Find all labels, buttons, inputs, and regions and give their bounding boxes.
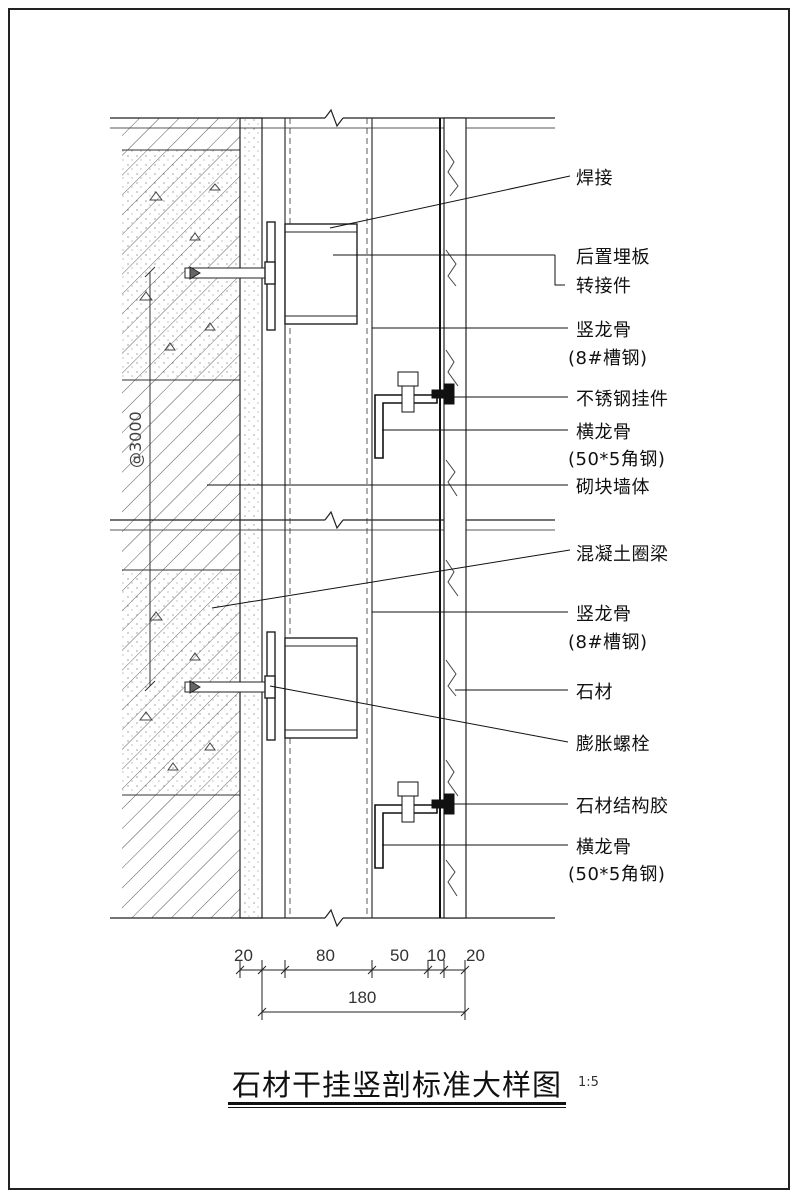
- label-embedded-plate: 后置埋板: [576, 247, 650, 268]
- leader-lines: [207, 175, 571, 846]
- dimension-segment-1: 20: [234, 946, 253, 965]
- label-adapter: 转接件: [576, 276, 632, 297]
- label-stone-adhesive: 石材结构胶: [576, 796, 669, 817]
- dimension-segment-2: 80: [316, 946, 335, 965]
- label-horizontal-keel-bottom: 横龙骨: [576, 837, 632, 858]
- spacing-dimension-line: [144, 266, 156, 692]
- drawing-scale: 1:5: [578, 1075, 599, 1090]
- label-vertical-keel-bottom-spec: (8#槽钢): [568, 632, 648, 653]
- label-block-wall: 砌块墙体: [576, 477, 650, 498]
- label-weld: 焊接: [576, 168, 613, 189]
- plaster-layer: [239, 117, 263, 919]
- upper-hanger: [374, 371, 455, 459]
- label-horizontal-keel-bottom-spec: (50*5角钢): [568, 864, 666, 885]
- label-stainless-hanger: 不锈钢挂件: [576, 389, 669, 410]
- spacing-dimension: @3000: [126, 411, 145, 468]
- label-horizontal-keel-top-spec: (50*5角钢): [568, 449, 666, 470]
- label-horizontal-keel-top: 横龙骨: [576, 422, 632, 443]
- upper-bracket: [184, 221, 358, 331]
- drawing-border: [8, 8, 790, 1190]
- lower-hanger: [374, 781, 455, 869]
- dimension-segment-3: 50: [390, 946, 409, 965]
- title-underline-thick: [228, 1102, 566, 1105]
- block-wall-section: [122, 118, 240, 918]
- label-vertical-keel-bottom: 竖龙骨: [576, 604, 632, 625]
- dimension-segment-4: 10: [427, 946, 446, 965]
- stone-panel: [439, 117, 467, 919]
- label-stone: 石材: [576, 682, 613, 703]
- dimension-segment-5: 20: [466, 946, 485, 965]
- title-underline-thin: [228, 1107, 566, 1108]
- label-vertical-keel-top: 竖龙骨: [576, 320, 632, 341]
- drawing-title: 石材干挂竖剖标准大样图: [232, 1068, 563, 1102]
- label-vertical-keel-top-spec: (8#槽钢): [568, 348, 648, 369]
- bottom-dimension-lines: [235, 960, 470, 1020]
- label-ring-beam: 混凝土圈梁: [576, 544, 669, 565]
- dimension-total: 180: [348, 988, 377, 1007]
- label-expansion-bolt: 膨胀螺栓: [576, 734, 650, 755]
- break-lines: [110, 108, 555, 928]
